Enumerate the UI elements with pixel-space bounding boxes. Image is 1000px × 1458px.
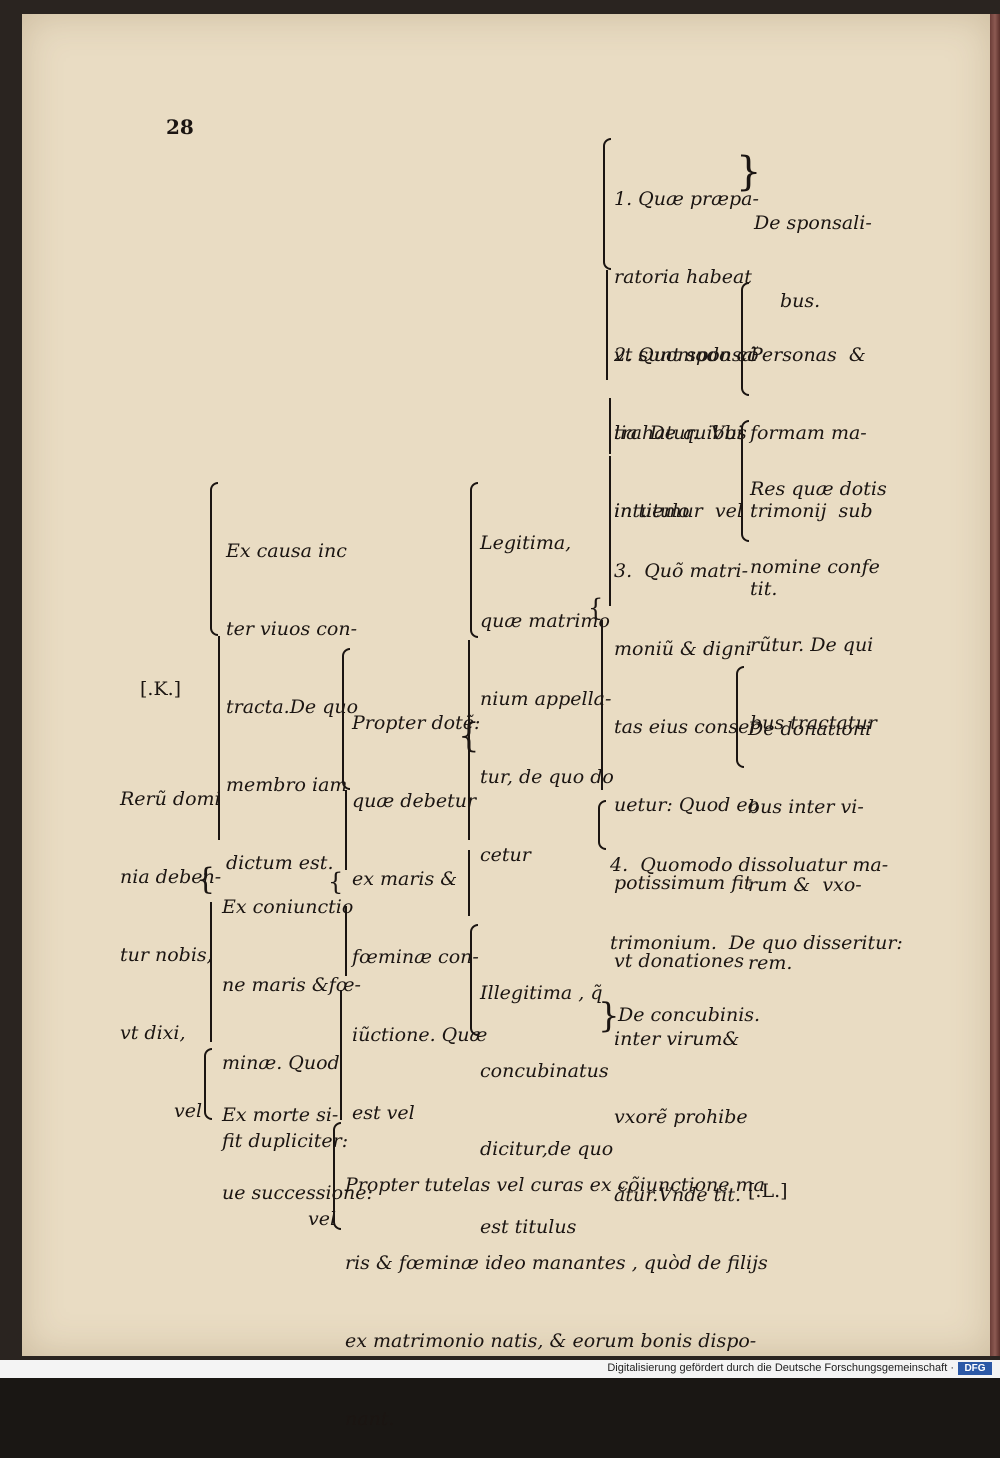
dowry-split-line-2 [468, 850, 470, 916]
conjunction-line-mid [345, 906, 347, 976]
questions-brace-point: { [588, 594, 604, 622]
tutelage-text: Propter tutelas vel curas ex cõiunctione… [345, 1174, 768, 1430]
q2-persons: Personas & formam ma- trimonij sub tit. [750, 344, 873, 600]
funding-notice: Digitalisierung gefördert durch die Deut… [607, 1362, 954, 1374]
contract-text: Ex causa inc ter viuos con- tracta.De qu… [226, 540, 359, 874]
q2-persons-brace [741, 282, 749, 396]
dfg-logo: DFG [958, 1362, 992, 1375]
death-brace [204, 1048, 212, 1120]
q3-line [601, 620, 603, 790]
questions-line-lower [609, 456, 611, 606]
root-line-upper [218, 636, 220, 840]
root-line-lower [210, 902, 212, 1042]
q1-title: De sponsali- bus. [754, 212, 872, 312]
q3-title-brace [736, 666, 744, 768]
q1-text: 1. Quæ præpa- ratoria habeat vt sunt spo… [614, 188, 759, 522]
book-edge [990, 14, 1000, 1356]
legitimate-text: Legitima, quæ matrimo nium appella- tur,… [480, 532, 614, 866]
root-text: Rerũ domi nia deben- tur nobis, vt dixi,… [120, 788, 222, 1122]
q3-text: 3. Quõ matri- moniũ & digni tas eius con… [614, 560, 760, 1206]
q2-res-brace [741, 420, 749, 542]
book-page [22, 14, 992, 1356]
concubines-brace: } [598, 996, 620, 1036]
questions-line-mid [609, 398, 611, 454]
q4-brace [598, 800, 606, 850]
concubines-title: De concubinis. [618, 1004, 761, 1026]
marker-l: [.L.] [748, 1180, 788, 1202]
q2-res: Res quæ dotis nomine confe rũtur. De qui… [750, 478, 887, 734]
conjunction-text: Ex coniunctio ne maris &fœ- minæ. Quod f… [222, 896, 361, 1230]
conjunction-line-upper [345, 790, 347, 870]
dowry-point: { [458, 716, 480, 756]
dowry-split-line [468, 640, 470, 840]
page-number: 28 [166, 115, 194, 139]
q1-brace [603, 138, 611, 270]
legitimate-brace [470, 482, 478, 638]
marker-k: [.K.] [140, 678, 182, 700]
conjunction-line-lower [340, 990, 342, 1120]
contract-brace [210, 482, 218, 636]
footer-bar: Digitalisierung gefördert durch die Deut… [0, 1360, 1000, 1378]
q3-title: De donationi bus inter vi- rum & vxo- re… [748, 718, 872, 974]
tutelage-brace [333, 1122, 341, 1230]
conjunction-brace-point: { [328, 868, 344, 896]
questions-line-upper [606, 270, 608, 380]
illegitimate-text: Illegitima , q̃ concubinatus dicitur,de … [480, 982, 614, 1238]
q4-text: 4. Quomodo dissoluatur ma- trimonium. De… [610, 854, 903, 954]
dowry-text: Propter dotẽ: quæ debetur ex maris & fœm… [352, 712, 488, 1124]
root-brace-point: { [196, 862, 216, 897]
dowry-brace [342, 648, 350, 790]
illegitimate-brace [470, 924, 478, 1036]
death-text: Ex morte si- ue successione: [222, 1104, 373, 1204]
q2-text: 2. Quomodo cõ trahatur. Vbi intuemur vel [614, 344, 759, 522]
